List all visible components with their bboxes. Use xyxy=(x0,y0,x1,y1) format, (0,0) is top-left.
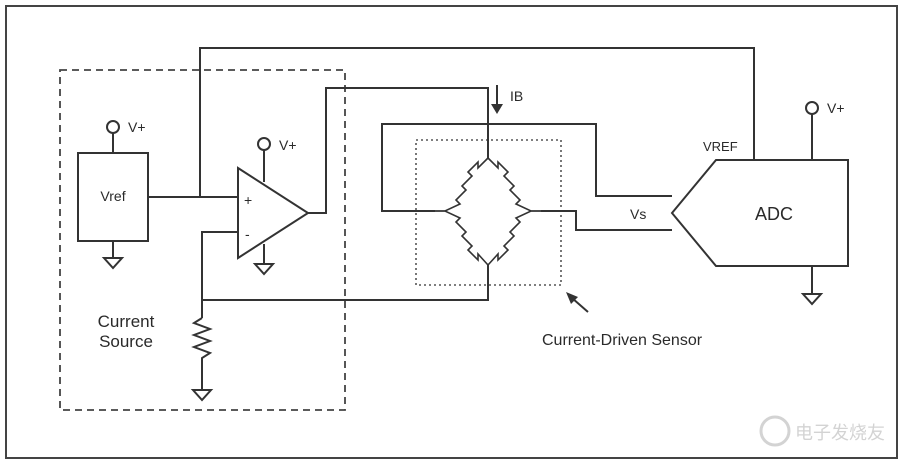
vref-block-label: Vref xyxy=(100,188,125,204)
ground-icon xyxy=(800,293,824,306)
ground-icon xyxy=(190,389,214,402)
ib-arrow: IB xyxy=(491,85,523,114)
ground-icon xyxy=(252,263,276,276)
current-source-label-2: Source xyxy=(99,332,153,351)
watermark: 电子发烧友 xyxy=(759,415,885,447)
op-amp-minus: - xyxy=(245,226,250,242)
sensor-pointer-arrow xyxy=(566,292,589,313)
watermark-logo-icon xyxy=(759,415,791,447)
current-source-label-1: Current xyxy=(98,312,155,331)
outer-frame xyxy=(5,5,898,459)
watermark-text: 电子发烧友 xyxy=(795,423,885,443)
vs-label: Vs xyxy=(630,206,646,222)
vref-supply-label: V+ xyxy=(128,119,146,135)
current-source-boundary xyxy=(59,69,346,411)
adc-block: ADC VREF V+ xyxy=(670,100,849,306)
vref-block: Vref V+ xyxy=(77,119,149,270)
sensor-boundary xyxy=(415,139,562,286)
adc-label: ADC xyxy=(755,204,793,224)
sensor-label: Current-Driven Sensor xyxy=(542,332,703,349)
op-amp-plus: + xyxy=(244,192,252,208)
adc-vref-pin-label: VREF xyxy=(703,139,738,154)
op-amp: + - V+ xyxy=(237,137,310,276)
ib-label: IB xyxy=(510,88,523,104)
ground-icon xyxy=(101,257,125,270)
wires xyxy=(148,47,755,402)
adc-supply-label: V+ xyxy=(827,100,845,116)
op-amp-supply-label: V+ xyxy=(279,137,297,153)
bridge-sensor xyxy=(435,157,541,266)
